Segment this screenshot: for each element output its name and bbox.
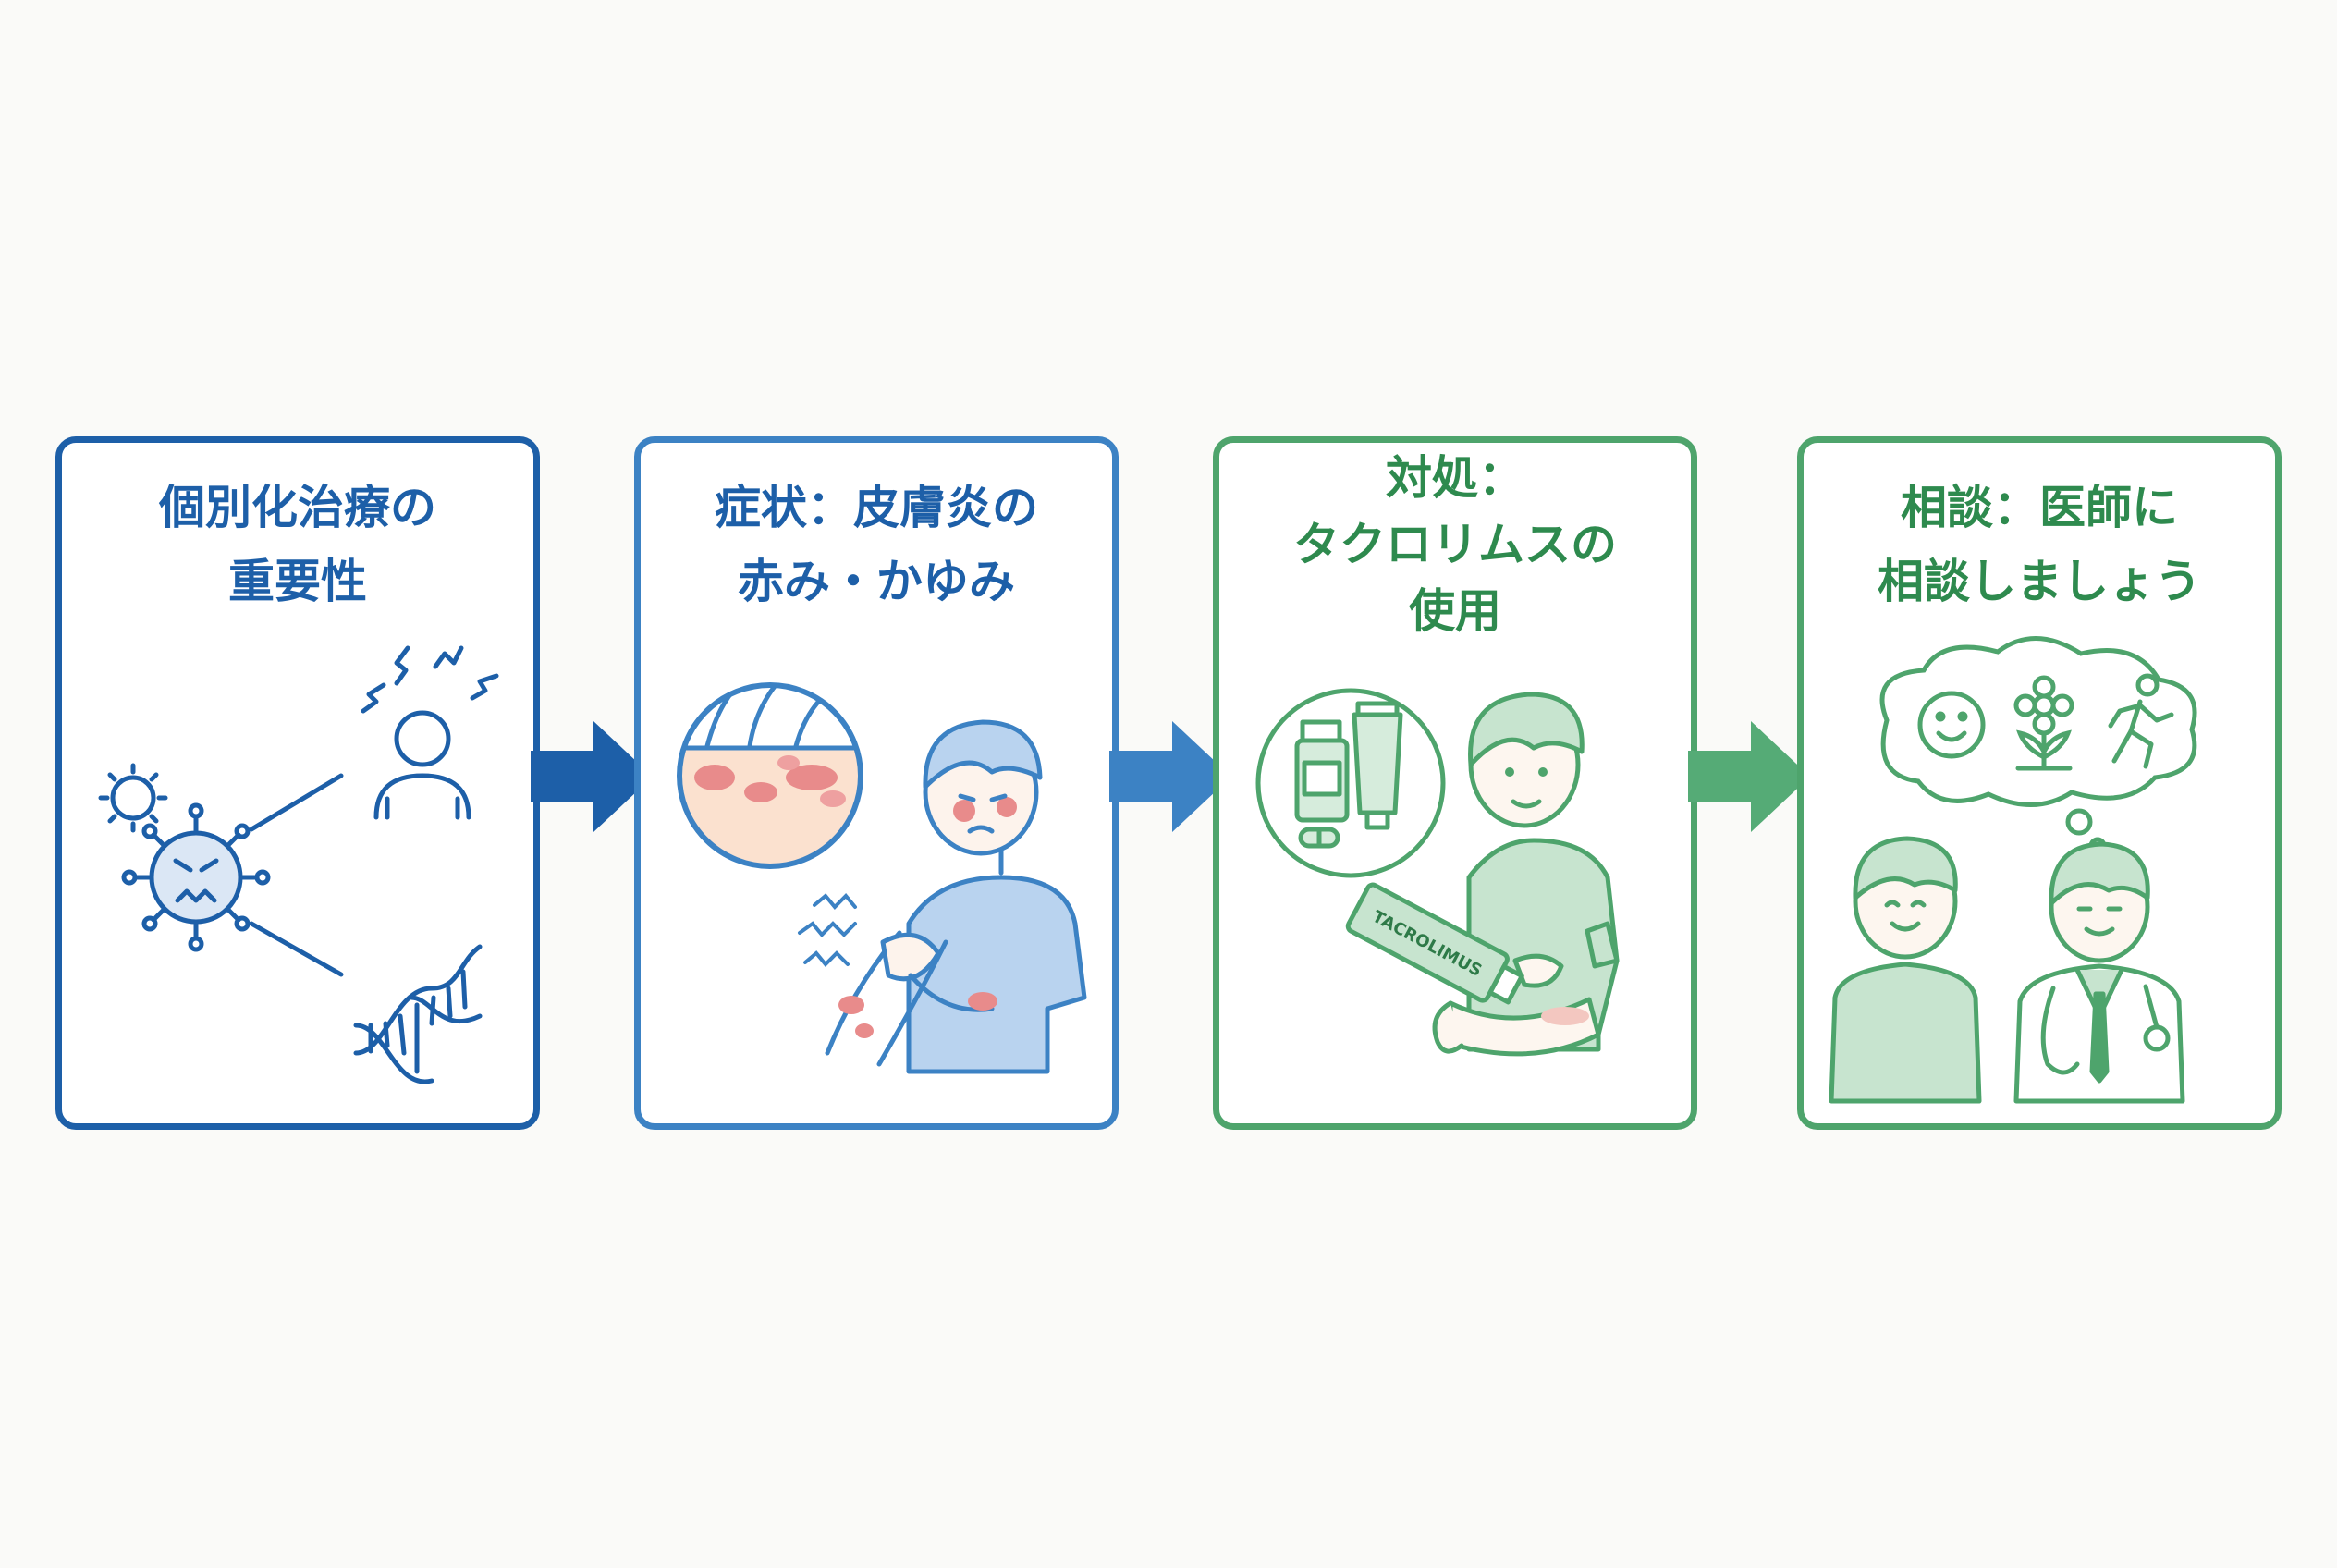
panel2-illustration (677, 682, 1087, 1074)
small-virus-icon (98, 763, 168, 833)
title-line: 赤み・かゆみ (738, 555, 1015, 608)
arrow-3 (1688, 721, 1810, 832)
arrow-2 (1109, 721, 1231, 832)
running-person-icon (2108, 673, 2174, 769)
arrow-1 (531, 721, 653, 832)
dna-icon (353, 944, 483, 1084)
flower-icon (2013, 675, 2074, 771)
panel-symptoms: 症状：皮膚炎の 赤み・かゆみ (634, 436, 1119, 1130)
title-line: 対処： (1386, 451, 1524, 505)
itch-zigzag-icon (798, 893, 857, 967)
itchy-person-icon (825, 719, 1087, 1074)
panel-title: 症状：皮膚炎の 赤み・かゆみ (641, 471, 1112, 619)
panel-title: 個別化治療の 重要性 (62, 471, 533, 619)
doctor-icon (2013, 841, 2185, 1104)
title-line: タクロリムスの (1293, 518, 1617, 571)
virus-icon (121, 802, 271, 952)
panel3-illustration: TACROLIMUS (1255, 688, 1620, 1057)
ointment-tube-icon: TACROLIMUS (1345, 882, 1524, 1005)
title-line: 症状：皮膚炎の (715, 481, 1038, 534)
panel-treatment: 対処： タクロリムスの 使用 (1213, 436, 1697, 1130)
title-line: 使用 (1409, 584, 1501, 638)
skin-closeup-icon (677, 682, 863, 869)
panel1-illustration (98, 645, 499, 1084)
patient-icon (1829, 836, 1982, 1104)
title-line: 相談：医師に (1901, 481, 2178, 534)
title-line: 相談しましょう (1878, 555, 2201, 608)
thought-bubble-icon (1879, 636, 2197, 855)
panel-personalized-treatment: 個別化治療の 重要性 (55, 436, 540, 1130)
panel-title: 相談：医師に 相談しましょう (1804, 471, 2275, 619)
title-line: 重要性 (228, 555, 367, 608)
panel-consultation: 相談：医師に 相談しましょう (1797, 436, 2282, 1130)
smile-icon (1917, 691, 1986, 759)
person-stressed-icon (361, 645, 499, 820)
medicine-bottles-icon (1255, 688, 1446, 878)
person-applying-cream-icon (1432, 692, 1620, 1057)
title-line: 個別化治療の (159, 481, 436, 534)
panel4-illustration (1829, 636, 2197, 1104)
panel-title: 対処： タクロリムスの 使用 (1219, 445, 1691, 644)
